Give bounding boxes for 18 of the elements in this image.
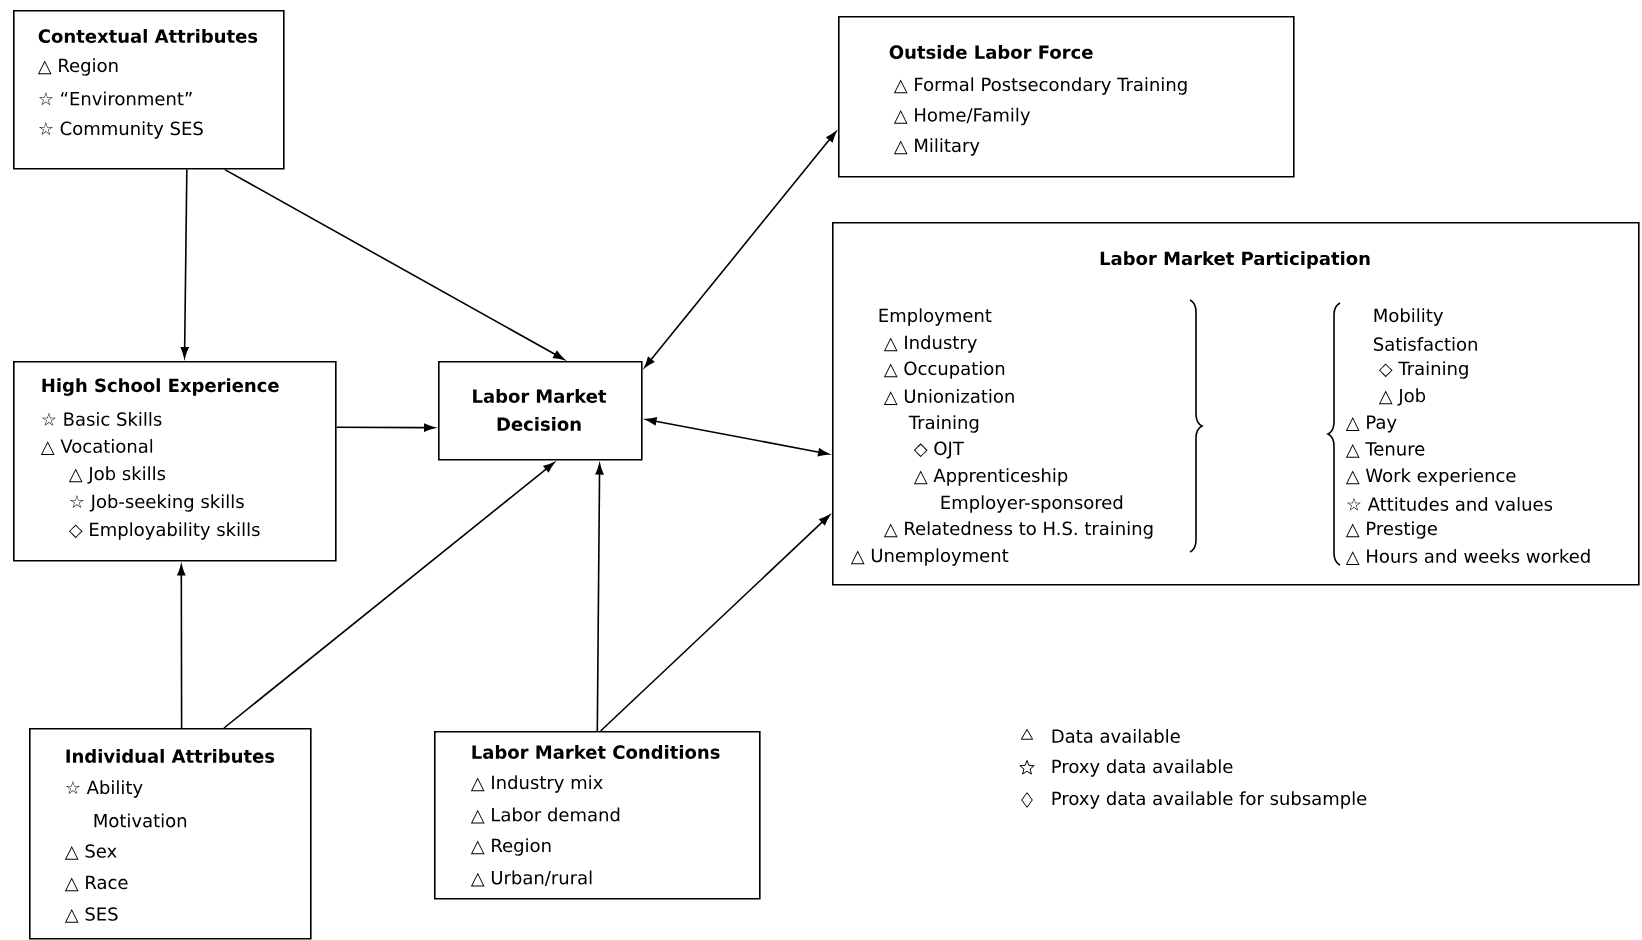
labeled-box: Individual Attributes ☆ Ability Motivation △ Sex △ Race △ SES (29, 728, 312, 940)
labeled-box: Labor Market Decision (438, 361, 643, 461)
arrow (224, 168, 565, 360)
arrow (645, 417, 830, 457)
labeled-box: Contextual Attributes △ Region ☆ “Environment” ☆ Community SES (13, 10, 285, 170)
arrow (177, 564, 186, 729)
labeled-box: Outside Labor Force △ Formal Postsecondary Training △ Home/Family △ Military (838, 16, 1295, 178)
arrow (595, 463, 604, 732)
labeled-box: High School Experience ☆ Basic Skills △ Vocational △ Job skills ☆ Job-seeking skills ◇ Employability skills (13, 361, 337, 562)
arrow (223, 462, 555, 729)
arrow (599, 514, 831, 732)
arrow (644, 131, 837, 368)
legend-item: Data available (1020, 729, 1180, 743)
legend-item: Proxy data available for subsample (1021, 791, 1367, 809)
legend-item: Proxy data available (1019, 759, 1233, 777)
labeled-box: Labor Market Conditions △ Industry mix △ Labor demand △ Region △ Urban/rural (434, 731, 761, 900)
arrow (335, 423, 435, 432)
labeled-box: Labor Market Participation Employment △ Industry △ Occupation △ Unionization Training ◇ OJT △ Apprenticeship Employer-sponsored △ Relatedness to H.S. training △ Unemployment Mobility Satisfaction ◇ Training △ Job △ Pay △ Tenure △ Work experience ☆ Attitudes and values △ Prestige △ Hours and weeks worked (832, 222, 1640, 586)
